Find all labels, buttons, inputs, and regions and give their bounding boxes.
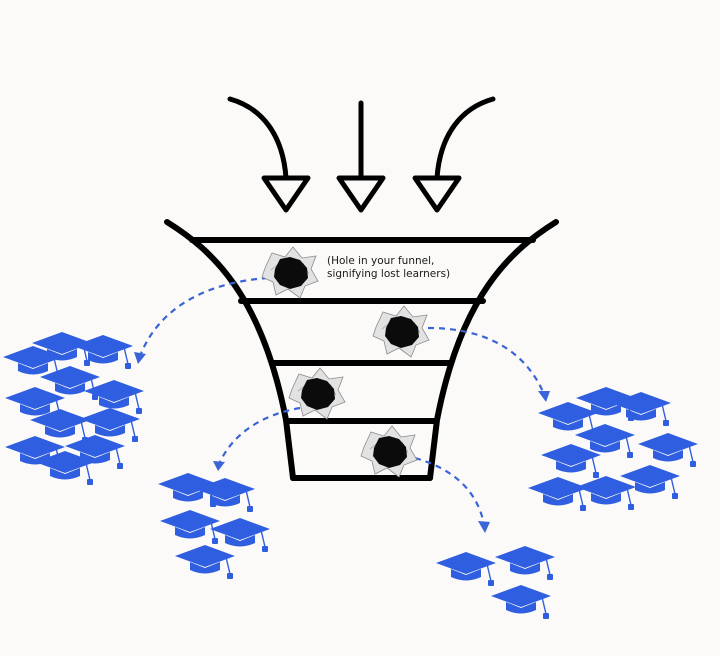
annotation-line-2: signifying lost learners) (327, 268, 450, 280)
hole-icon (288, 367, 346, 420)
incoming-arrows (227, 96, 496, 213)
hole-icon (261, 246, 319, 299)
graduation-cap-icon (490, 584, 552, 620)
graduation-cap-icon (637, 432, 699, 468)
hole-annotation: (Hole in your funnel, signifying lost le… (327, 255, 450, 280)
arrow-down-icon (412, 96, 496, 213)
arrow-down-icon (227, 96, 311, 213)
lost-learners-left (2, 331, 145, 486)
lost-learners-right (527, 386, 699, 512)
hole-icon (372, 305, 430, 358)
graduation-cap-icon (435, 551, 497, 587)
annotation-line-1: (Hole in your funnel, (327, 255, 434, 267)
graduation-cap-icon (209, 517, 271, 553)
graduation-cap-icon (575, 475, 637, 511)
graduation-cap-icon (159, 509, 221, 545)
arrow-down-icon (336, 100, 386, 213)
graduation-cap-icon (79, 407, 141, 443)
leak-paths (134, 276, 550, 533)
graduation-cap-icon (494, 545, 556, 581)
graduation-cap-icon (174, 544, 236, 580)
hole-icon (360, 425, 418, 478)
graduation-cap-icon (527, 476, 589, 512)
lost-learners-bottom-right (435, 545, 556, 620)
lost-learners-bottom-left (157, 472, 271, 580)
funnel (164, 219, 559, 481)
